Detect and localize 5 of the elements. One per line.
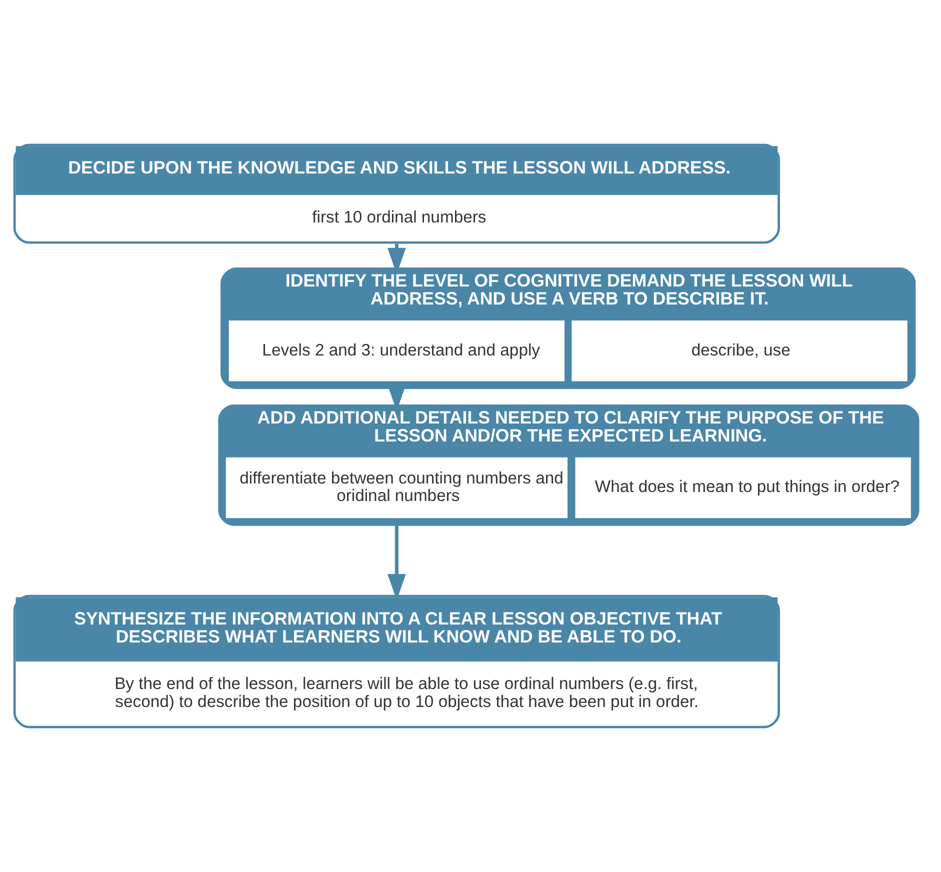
- node-box: describe, use: [572, 320, 908, 382]
- arrow: [388, 524, 406, 600]
- node-box: differentiate between counting numbers and oridinal numbers: [226, 457, 568, 518]
- node-box: Levels 2 and 3: understand and apply: [228, 320, 565, 382]
- node-box: What does it mean to put things in order?: [575, 457, 911, 518]
